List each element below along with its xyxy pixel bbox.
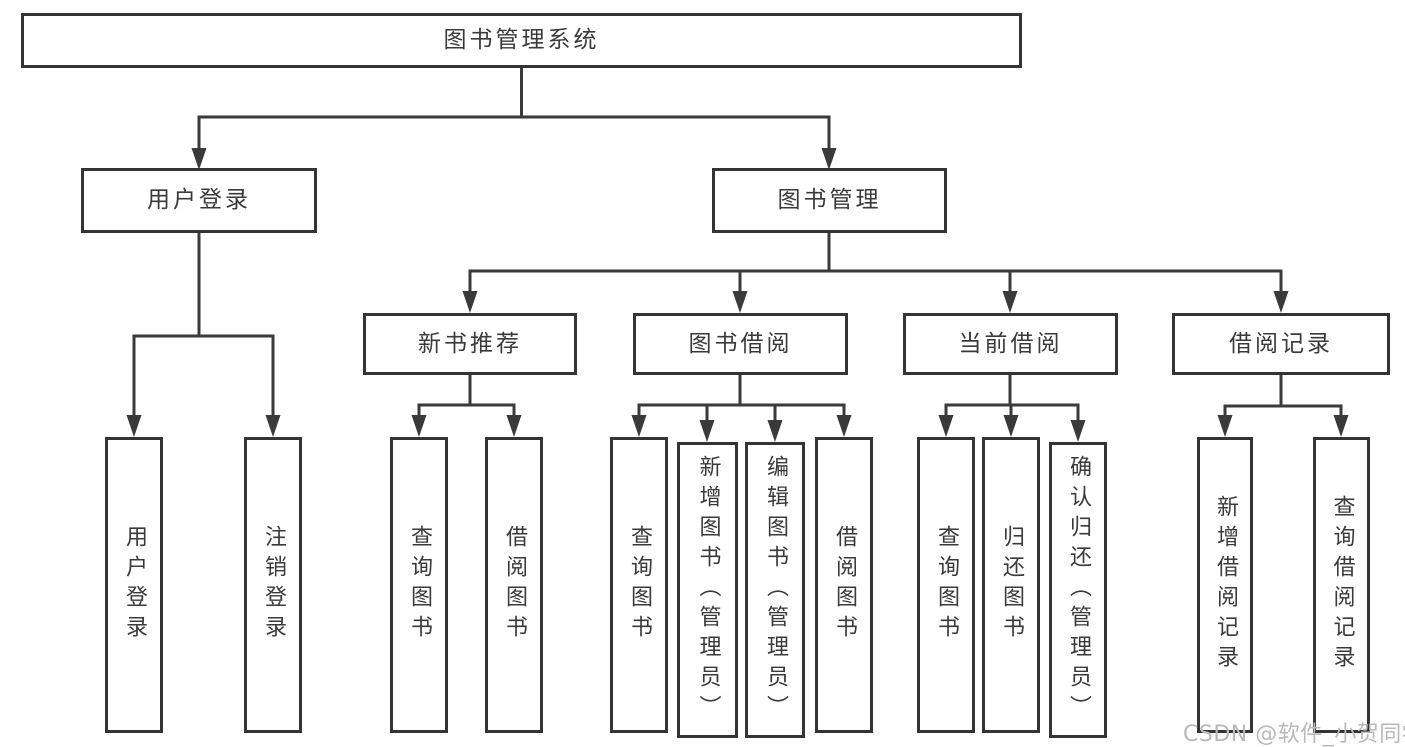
connector-new-book-to-leaves	[417, 375, 516, 421]
leaf-borrow-borrow-books: 借阅图书	[815, 437, 873, 733]
node-label: 借阅图书	[502, 525, 527, 645]
node-label: 注销登录	[261, 525, 286, 645]
node-label: 用户登录	[122, 525, 147, 645]
leaf-recommend-borrow-books: 借阅图书	[485, 437, 543, 733]
leaf-records-search-record: 查询借阅记录	[1313, 437, 1370, 733]
node-label: 查询图书	[627, 525, 652, 645]
node-user-login: 用户登录	[81, 168, 317, 233]
node-label: 图书管理	[777, 187, 882, 213]
node-new-book-recommendation: 新书推荐	[363, 313, 577, 375]
leaf-current-confirm-return-admin: 确认归还（管理员）	[1049, 442, 1107, 738]
leaf-current-search-books: 查询图书	[917, 437, 975, 733]
leaf-logout: 注销登录	[244, 437, 302, 733]
node-label: 查询借阅记录	[1329, 495, 1355, 675]
leaf-records-add-record: 新增借阅记录	[1197, 437, 1253, 733]
leaf-recommend-search-books: 查询图书	[390, 437, 448, 733]
node-label: 新增图书（管理员）	[695, 455, 721, 725]
connector-borrow-records-to-leaves	[1223, 375, 1343, 421]
node-label: 图书管理系统	[443, 27, 600, 53]
node-library-system: 图书管理系统	[21, 13, 1022, 68]
node-label: 当前借阅	[958, 330, 1063, 357]
connector-book-management-to-level3	[468, 233, 1283, 297]
node-label: 编辑图书（管理员）	[763, 455, 788, 725]
csdn-watermark: CSDN @软件_小贺同学	[1183, 722, 1405, 747]
leaf-borrow-add-books-admin: 新增图书（管理员）	[677, 442, 738, 738]
node-label: 归还图书	[999, 525, 1024, 645]
node-borrowing-records: 借阅记录	[1172, 313, 1390, 375]
node-book-borrowing: 图书借阅	[633, 313, 848, 375]
node-label: 新增借阅记录	[1213, 495, 1238, 675]
leaf-borrow-search-books: 查询图书	[610, 437, 668, 733]
node-label: 用户登录	[147, 187, 251, 213]
connector-root-to-level2	[197, 68, 831, 152]
node-label: 借阅图书	[832, 525, 857, 645]
leaf-user-login: 用户登录	[105, 437, 163, 733]
node-label: 查询图书	[407, 525, 432, 645]
connector-book-borrow-to-leaves	[637, 375, 846, 426]
leaf-current-return-books: 归还图书	[982, 437, 1040, 733]
node-current-borrowing: 当前借阅	[903, 313, 1118, 375]
leaf-borrow-edit-books-admin: 编辑图书（管理员）	[745, 442, 805, 738]
connector-user-login-to-leaves	[132, 233, 275, 421]
node-label: 图书借阅	[688, 330, 793, 357]
node-label: 借阅记录	[1229, 330, 1333, 357]
node-book-management: 图书管理	[712, 168, 947, 233]
connector-current-borrow-to-leaves	[944, 375, 1080, 426]
node-label: 确认归还（管理员）	[1066, 455, 1091, 725]
node-label: 新书推荐	[418, 330, 522, 357]
node-label: 查询图书	[934, 525, 959, 645]
